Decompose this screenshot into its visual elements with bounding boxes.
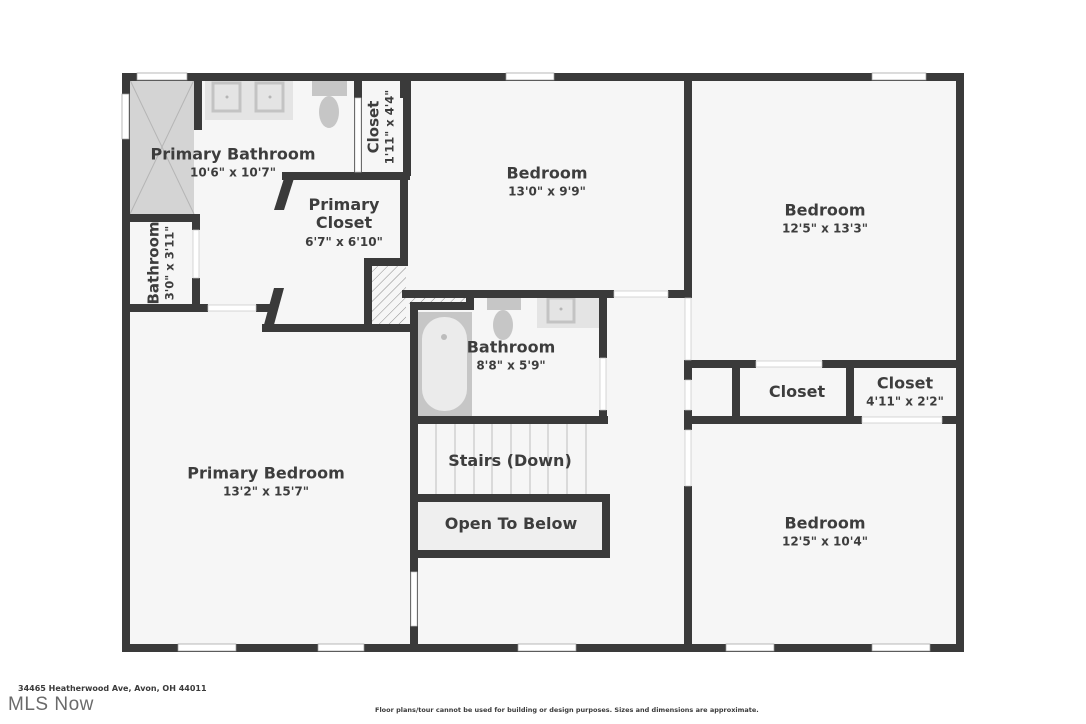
room-label-bedroom-top-right: Bedroom 12'5" x 13'3" bbox=[782, 201, 868, 236]
room-dimensions: 13'2" x 15'7" bbox=[222, 484, 310, 499]
windows bbox=[121, 72, 931, 652]
hatched-chase bbox=[370, 264, 406, 326]
property-address: 34465 Heatherwood Ave, Avon, OH 44011 bbox=[18, 684, 207, 693]
room-dimensions: 13'0" x 9'9" bbox=[508, 184, 586, 199]
room-name: Bedroom bbox=[506, 163, 588, 183]
room-label-bedroom-top-middle: Bedroom 13'0" x 9'9" bbox=[506, 164, 587, 199]
room-dimensions: 10'6" x 10'7" bbox=[189, 165, 277, 180]
room-label-primary-bathroom: Primary Bathroom 10'6" x 10'7" bbox=[150, 145, 315, 180]
door-openings bbox=[192, 97, 943, 627]
stairs-treads bbox=[435, 424, 587, 494]
room-dimensions: 1'11" x 4'4" bbox=[382, 89, 397, 165]
room-label-primary-closet: Primary Closet 6'7" x 6'10" bbox=[305, 195, 383, 250]
mls-now-logo: MLS Now bbox=[8, 694, 94, 715]
room-name: Primary Bathroom bbox=[150, 144, 316, 164]
room-name: Bedroom bbox=[784, 513, 866, 533]
room-dimensions: 8'8" x 5'9" bbox=[476, 358, 546, 373]
room-name: Closet bbox=[876, 373, 934, 393]
toilet-icon bbox=[487, 296, 521, 340]
room-label-closet-hall-1: Closet bbox=[768, 381, 826, 401]
room-dimensions: 3'0" x 3'11" bbox=[162, 225, 177, 301]
room-name: Primary Bedroom bbox=[187, 463, 345, 483]
room-label-closet-small: Closet 1'11" x 4'4" bbox=[364, 89, 397, 165]
room-dimensions: 4'11" x 2'2" bbox=[866, 394, 944, 409]
room-label-bedroom-bottom-right: Bedroom 12'5" x 10'4" bbox=[782, 514, 868, 549]
room-label-open-to-below: Open To Below bbox=[444, 513, 578, 533]
room-label-stairs: Stairs (Down) bbox=[448, 450, 572, 470]
room-name: Closet bbox=[768, 381, 826, 401]
room-label-bathroom-hall: Bathroom 8'8" x 5'9" bbox=[467, 338, 556, 373]
room-name-line2: Closet bbox=[315, 213, 373, 233]
double-vanity-icon bbox=[205, 80, 293, 120]
toilet-icon bbox=[312, 80, 347, 128]
room-label-bathroom-small: Bathroom 3'0" x 3'11" bbox=[144, 221, 177, 305]
room-name-line1: Primary bbox=[308, 195, 380, 215]
room-dimensions: 12'5" x 13'3" bbox=[781, 221, 869, 236]
room-name: Closet bbox=[364, 100, 383, 154]
shower-icon bbox=[129, 79, 195, 215]
room-dimensions: 6'7" x 6'10" bbox=[305, 234, 383, 249]
room-name: Bathroom bbox=[144, 221, 163, 305]
disclaimer-text: Floor plans/tour cannot be used for buil… bbox=[375, 706, 759, 714]
room-label-closet-hall-2: Closet 4'11" x 2'2" bbox=[866, 374, 944, 409]
open-to-below-area bbox=[416, 502, 602, 550]
room-name: Bathroom bbox=[466, 337, 556, 357]
sink-icon bbox=[537, 296, 600, 328]
room-name: Open To Below bbox=[444, 513, 578, 533]
hatched-chase bbox=[406, 294, 466, 304]
bathtub-icon bbox=[417, 312, 472, 416]
room-label-primary-bedroom: Primary Bedroom 13'2" x 15'7" bbox=[187, 464, 345, 499]
room-name: Stairs (Down) bbox=[448, 450, 572, 470]
room-dimensions: 12'5" x 10'4" bbox=[781, 534, 869, 549]
room-name: Bedroom bbox=[784, 200, 866, 220]
